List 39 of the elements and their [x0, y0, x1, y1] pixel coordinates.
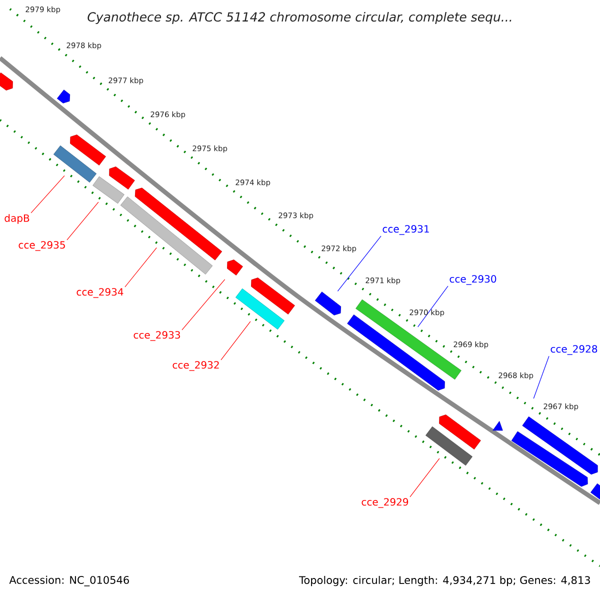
leader-line	[30, 175, 65, 214]
gene-block	[251, 278, 295, 314]
leader-line	[533, 356, 550, 399]
leader-line	[410, 458, 440, 498]
gene-block	[511, 431, 588, 487]
gene-block	[590, 483, 600, 502]
gene-block	[439, 414, 481, 450]
leader-line	[220, 321, 251, 360]
gene-label: cce_2930	[450, 275, 496, 285]
leader-line	[124, 247, 157, 288]
gene-label: cce_2933	[134, 331, 180, 341]
gene-block	[134, 188, 222, 260]
leader-line	[418, 286, 448, 328]
gene-block	[227, 260, 243, 276]
accession-text: Accession: NC_010546	[9, 576, 129, 586]
gene-label: cce_2932	[172, 361, 219, 371]
leader-line	[66, 202, 99, 240]
genome-summary-text: Topology: circular; Length: 4,934,271 bp; Genes: 4,813	[299, 576, 590, 586]
gene-label: cce_2928	[550, 345, 598, 355]
gene-block	[426, 426, 472, 466]
gene-block	[235, 288, 285, 330]
gene-block	[492, 421, 503, 431]
gene-block	[56, 90, 70, 104]
gene-block	[109, 166, 135, 190]
gene-label: cce_2935	[18, 241, 65, 251]
gene-block	[314, 292, 342, 316]
gene-block	[522, 416, 598, 475]
gene-block	[70, 134, 106, 166]
gene-label: cce_2934	[76, 288, 124, 298]
gene-block	[53, 145, 97, 183]
title: Cyanothece sp. ATCC 51142 chromosome circular, complete sequ...	[88, 12, 512, 24]
gene-label: dapB	[4, 214, 30, 224]
gene-label: cce_2929	[362, 498, 408, 508]
gene-block	[120, 196, 213, 274]
leader-line	[182, 279, 226, 330]
gene-label: cce_2931	[382, 225, 429, 235]
gene-block	[92, 176, 124, 204]
gene-block	[0, 72, 13, 90]
leader-line	[337, 236, 382, 292]
